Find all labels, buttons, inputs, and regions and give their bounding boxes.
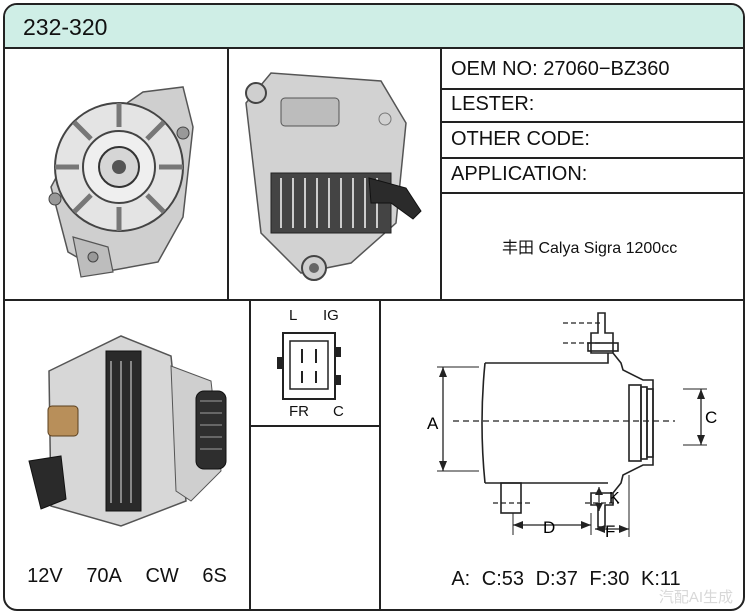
divider xyxy=(440,88,743,90)
divider xyxy=(249,425,379,427)
application-label: APPLICATION: xyxy=(451,163,588,185)
part-number-title: 232-320 xyxy=(23,14,108,40)
spec-amperage: 70A xyxy=(86,565,122,587)
spec-groove: 6S xyxy=(202,565,227,587)
watermark: 汽配AI生成 xyxy=(658,589,733,606)
dim-a: A: xyxy=(451,568,471,590)
spec-row: 12V 70A CW 6S xyxy=(5,565,249,588)
technical-drawing: A C D F K xyxy=(427,312,717,541)
dim-d: D:37 xyxy=(535,568,578,590)
pin-label-fr: FR xyxy=(289,403,309,420)
spec-voltage: 12V xyxy=(27,565,63,587)
dim-k: K:11 xyxy=(641,568,681,590)
connector-diagram xyxy=(277,332,341,400)
application-value: 丰田 Calya Sigra 1200cc xyxy=(502,240,678,257)
lester-label: LESTER: xyxy=(451,93,535,115)
dim-label-a: A xyxy=(427,414,439,433)
alternator-front-image xyxy=(48,86,194,278)
dim-label-c: C xyxy=(705,408,717,427)
divider xyxy=(5,299,743,301)
alternator-rear-image xyxy=(245,72,422,281)
divider xyxy=(379,299,381,609)
dim-label-f: F xyxy=(605,522,615,541)
product-card: 232-320 OEM NO: 27060−BZ360 LESTER: OTHE… xyxy=(3,3,745,611)
alternator-side-image xyxy=(28,335,227,527)
oem-number: OEM NO: 27060−BZ360 xyxy=(451,58,670,80)
dim-label-k: K xyxy=(609,490,620,507)
dimension-row: A: C:53 D:37 F:30 K:11 xyxy=(385,568,743,591)
divider xyxy=(440,49,442,300)
divider xyxy=(440,192,743,194)
header-bar: 232-320 xyxy=(5,5,743,49)
pin-label-l: L xyxy=(289,307,298,324)
dim-f: F:30 xyxy=(589,568,630,590)
spec-rotation: CW xyxy=(145,565,179,587)
divider xyxy=(440,157,743,159)
divider xyxy=(249,299,251,609)
dim-c: C:53 xyxy=(481,568,525,590)
pin-label-c: C xyxy=(333,403,344,420)
other-code-label: OTHER CODE: xyxy=(451,128,590,150)
divider xyxy=(227,49,229,300)
divider xyxy=(440,121,743,123)
pin-label-ig: IG xyxy=(323,307,339,324)
dim-label-d: D xyxy=(543,518,555,537)
